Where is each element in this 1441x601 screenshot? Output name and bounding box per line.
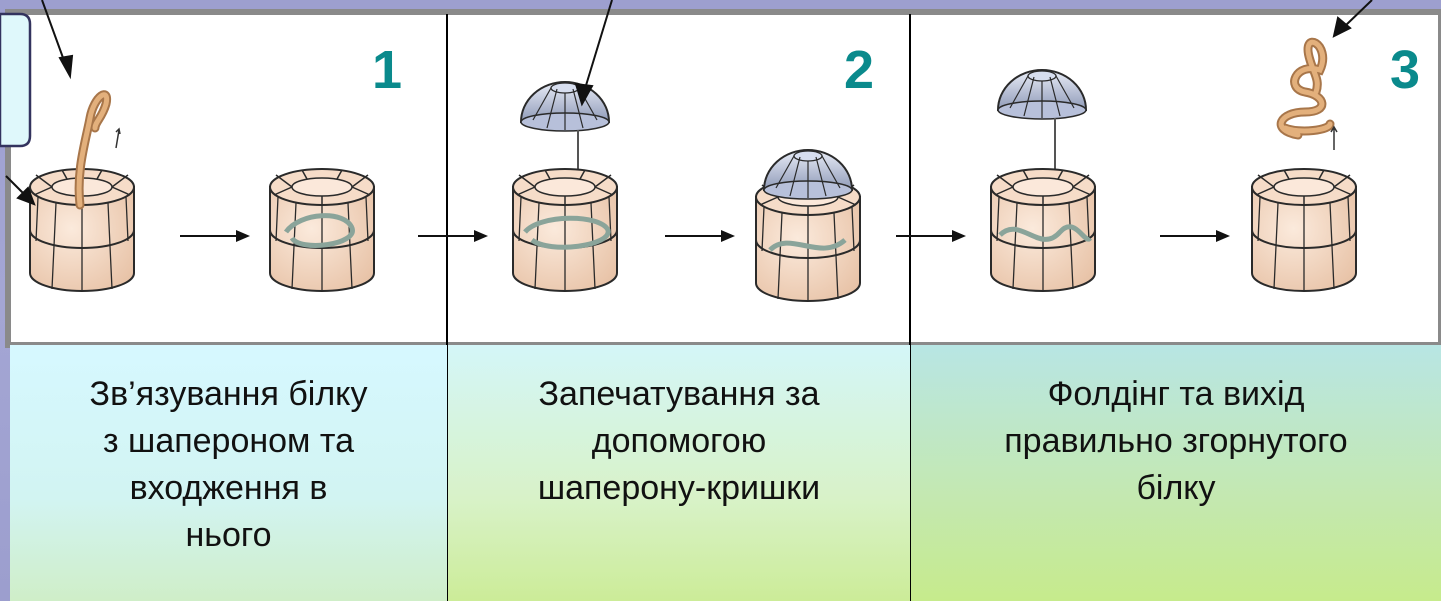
step-1-caption-text: Зв’язування білку з шапероном та входжен… bbox=[89, 375, 368, 554]
step-2-illustration bbox=[417, 81, 861, 302]
chaperonin-barrel-icon bbox=[1251, 168, 1357, 292]
pointer-arrow-icon bbox=[41, 0, 1373, 107]
callout-box bbox=[0, 12, 32, 148]
step-1-number: 1 bbox=[372, 40, 402, 100]
step-1-caption: Зв’язування білку з шапероном та входжен… bbox=[10, 345, 447, 601]
step-1-illustration bbox=[29, 90, 375, 292]
step-2-caption-text: Запечатування за допомогою шаперону-криш… bbox=[537, 375, 821, 507]
step-3-number: 3 bbox=[1390, 40, 1420, 100]
step-2-caption: Запечатування за допомогою шаперону-криш… bbox=[448, 345, 910, 601]
step-3-caption: Фолдінг та вихід правильно згорнутого бі… bbox=[911, 345, 1441, 601]
pointer-arrow-icon bbox=[5, 175, 36, 206]
step-3-illustration bbox=[895, 37, 1357, 292]
illustration-panel bbox=[5, 9, 1441, 348]
step-2-number: 2 bbox=[844, 40, 874, 100]
step-3-caption-text: Фолдінг та вихід правильно згорнутого бі… bbox=[1004, 375, 1348, 507]
